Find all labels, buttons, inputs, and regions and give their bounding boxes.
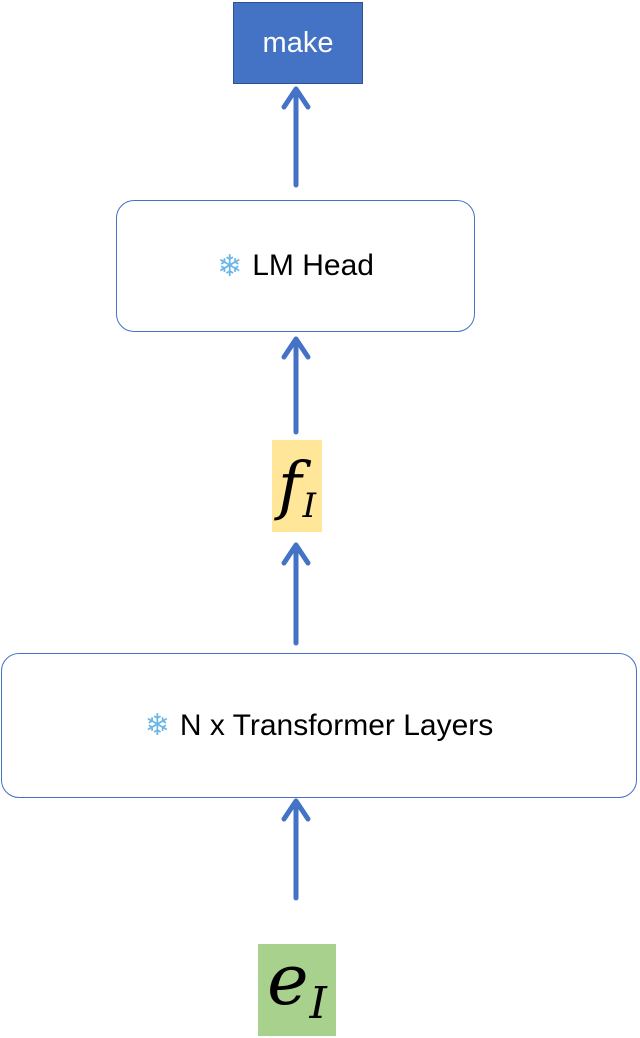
- arrow-embedding-to-transformer: [281, 798, 311, 901]
- snowflake-icon: ❄: [144, 708, 170, 743]
- feature-symbol: f: [277, 449, 302, 523]
- arrow-transformer-to-feature: [281, 542, 311, 646]
- lm-head-box: ❄ LM Head: [116, 200, 475, 332]
- arrow-lm-head-to-output: [281, 86, 311, 188]
- lm-head-label: LM Head: [252, 249, 374, 282]
- transformer-label: N x Transformer Layers: [179, 708, 494, 742]
- feature-subscript: I: [302, 486, 317, 526]
- transformer-layers-box: ❄ N x Transformer Layers: [1, 653, 637, 798]
- embedding-subscript: I: [309, 978, 327, 1029]
- snowflake-icon: ❄: [217, 248, 243, 284]
- embedding-symbol: e: [267, 939, 309, 1021]
- output-token-label: make: [262, 26, 334, 59]
- arrow-feature-to-lm-head: [281, 336, 311, 435]
- output-token-box: make: [233, 2, 363, 84]
